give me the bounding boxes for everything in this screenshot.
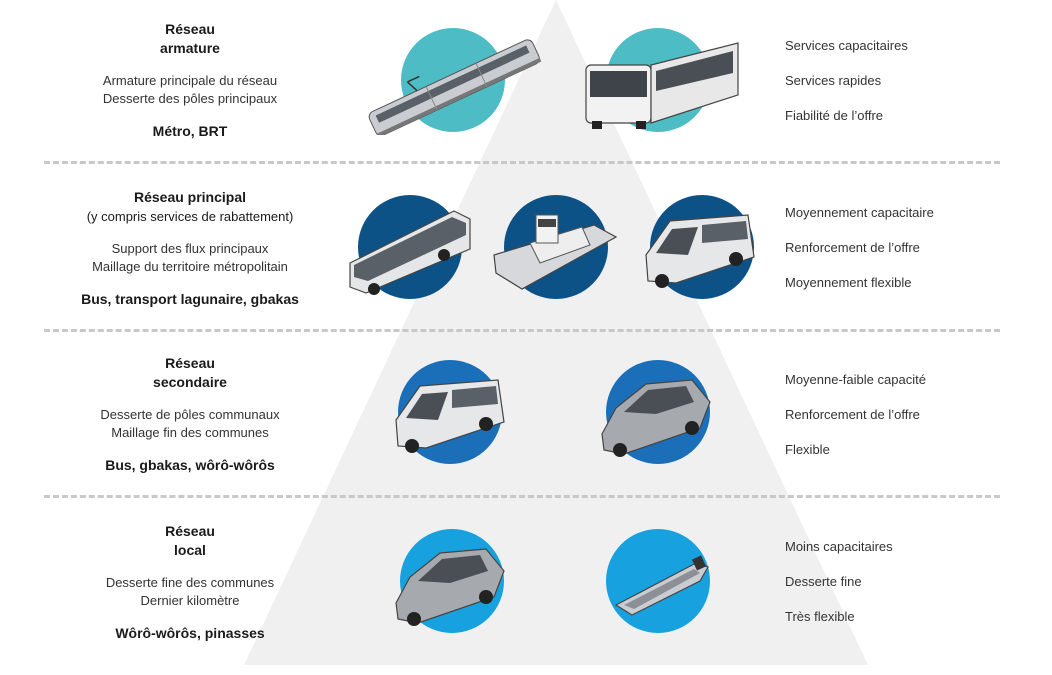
car-icon [601,360,711,464]
tier-principal-features: Moyennement capacitaire Renforcement de … [785,203,1035,308]
tier-principal-info: Réseau principal(y compris services de r… [40,188,340,309]
articulated-bus-icon [585,28,739,132]
feature-item: Renforcement de l’offre [785,407,920,422]
tier-divider [44,161,1000,164]
feature-item: Services rapides [785,73,882,88]
tier-divider [44,495,1000,498]
feature-item: Moyenne-faible capacité [785,372,926,387]
feature-item: Moyennement capacitaire [785,205,934,220]
tram-icon [368,28,542,135]
van-icon [395,360,505,464]
tier-local-features: Moins capacitaires Desserte fine Très fl… [785,537,1035,642]
feature-item: Desserte fine [785,574,862,589]
feature-item: Services capacitaires [785,38,908,53]
tier-modes: Bus, gbakas, wôrô-wôrôs [105,457,275,473]
pinasse-icon [606,529,710,633]
feature-item: Flexible [785,442,830,457]
tier-title: Réseau principal(y compris services de r… [86,189,294,224]
bus-icon [349,195,471,299]
van-icon [645,195,755,299]
boat-icon [493,195,618,299]
tier-armature-features: Services capacitaires Services rapides F… [785,36,1035,141]
feature-item: Fiabilité de l’offre [785,108,884,123]
feature-item: Moyennement flexible [785,275,912,290]
tier-modes: Métro, BRT [152,123,228,139]
tier-secondaire-features: Moyenne-faible capacité Renforcement de … [785,370,1035,475]
tier-modes: Bus, transport lagunaire, gbakas [81,291,299,307]
feature-item: Renforcement de l’offre [785,240,920,255]
feature-item: Très flexible [785,609,855,624]
tier-divider [44,329,1000,332]
tier-modes: Wôrô-wôrôs, pinasses [115,625,265,641]
feature-item: Moins capacitaires [785,539,893,554]
car-icon [395,529,505,633]
